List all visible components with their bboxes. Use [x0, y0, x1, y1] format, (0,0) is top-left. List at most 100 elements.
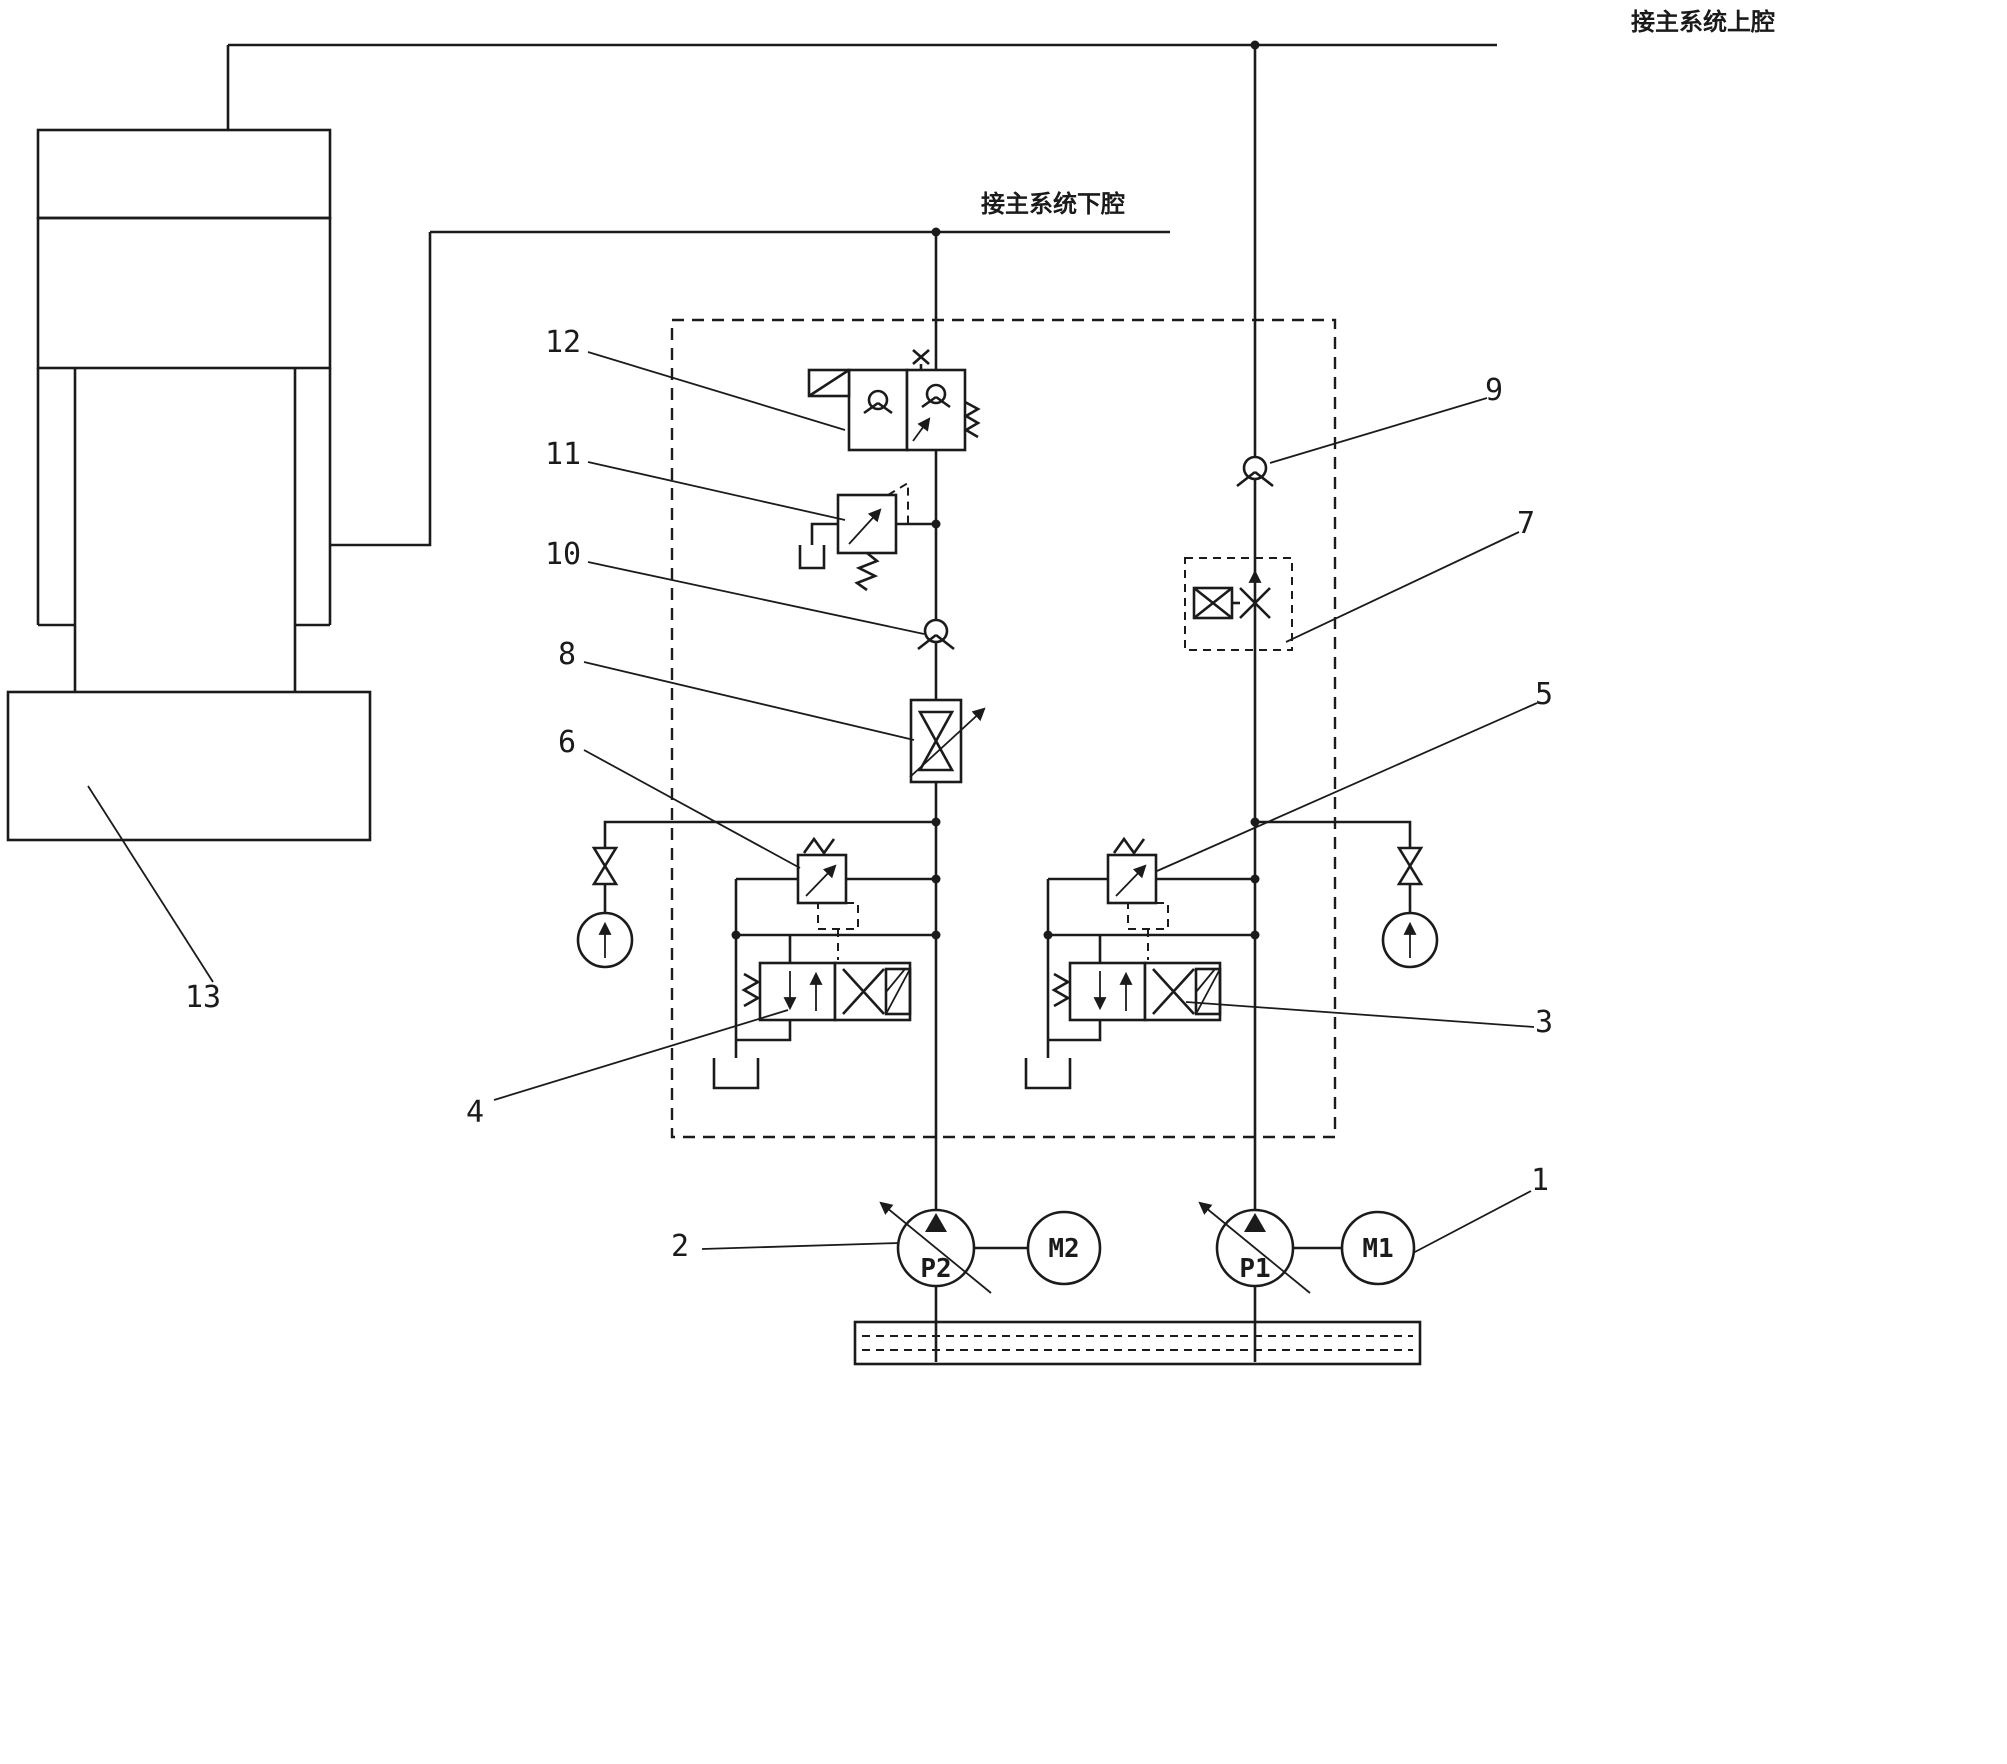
callout-5: 5 — [1535, 677, 1553, 712]
crossed-ports-icon — [842, 968, 885, 1015]
spring-icon — [963, 400, 981, 439]
shutoff-valve-icon — [591, 846, 619, 886]
spring-icon — [1112, 836, 1146, 856]
callout-leader-13 — [87, 785, 214, 983]
cylinder-base-block — [6, 690, 372, 842]
crossed-ports-icon — [1152, 968, 1195, 1015]
relief-valve-5 — [1106, 836, 1158, 905]
motor-m2: M2 — [1026, 1210, 1102, 1286]
motor-m1-label: M1 — [1362, 1234, 1393, 1264]
spring-icon — [741, 972, 761, 1008]
callout-leaders — [87, 351, 1538, 1254]
callout-leader-12 — [587, 351, 846, 431]
relief-arrow-icon — [805, 864, 837, 897]
callout-leader-3 — [1185, 1001, 1535, 1028]
callout-leader-7 — [1285, 531, 1520, 643]
check-valve-10 — [917, 618, 955, 651]
callout-9: 9 — [1485, 373, 1503, 408]
check-seat-icon — [917, 633, 955, 651]
check-ball-icon — [925, 383, 947, 405]
callout-1: 1 — [1531, 1163, 1549, 1198]
directional-valve-4 — [712, 961, 912, 1090]
upper-chamber-annotation: 接主系统上腔 — [1631, 8, 1775, 36]
motor-m1: M1 — [1340, 1210, 1416, 1286]
callout-leader-2 — [701, 1242, 900, 1250]
lower-chamber-annotation: 接主系统下腔 — [981, 190, 1125, 218]
callout-11: 11 — [545, 437, 581, 472]
shutoff-valve-icon — [1396, 846, 1424, 886]
drain-tank-icon — [798, 545, 826, 570]
callout-numbers: 12 11 10 8 6 4 13 9 7 5 3 1 2 — [185, 325, 1553, 1264]
pilot-arrow-icon — [912, 417, 931, 442]
check-ball-icon — [1242, 455, 1268, 481]
callout-12: 12 — [545, 325, 581, 360]
callout-6: 6 — [558, 725, 576, 760]
callout-leader-4 — [493, 1009, 789, 1101]
check-valve-9 — [1236, 455, 1274, 488]
motor-circle — [1026, 1210, 1102, 1286]
hydraulic-cylinder — [6, 128, 372, 842]
callout-4: 4 — [466, 1095, 484, 1130]
spring-icon — [1051, 972, 1071, 1008]
valve3-bottom-port — [1048, 1020, 1102, 1042]
throttle-icon — [1239, 587, 1271, 619]
pilot-relief-valve-11 — [798, 493, 898, 592]
directional-valve-3 — [1024, 961, 1222, 1090]
callout-leader-5 — [1156, 702, 1538, 872]
valve4-left-position — [758, 961, 837, 1022]
callout-3: 3 — [1535, 1005, 1553, 1040]
pump-p2-label: P2 — [920, 1254, 951, 1284]
callout-13: 13 — [185, 980, 221, 1015]
crossed-box-icon — [1193, 586, 1233, 620]
relief-valve-6 — [796, 836, 848, 905]
right-test-point — [1381, 846, 1439, 969]
tank-outline — [853, 1320, 1422, 1366]
callout-leader-8 — [583, 661, 915, 741]
callout-10: 10 — [545, 537, 581, 572]
valve3-left-position — [1068, 961, 1147, 1022]
left-gauge-branch — [603, 820, 936, 848]
pump-p2: P2 — [879, 1201, 992, 1294]
motor-m2-label: M2 — [1048, 1234, 1079, 1264]
blocked-port-icon — [912, 349, 930, 370]
cylinder-upper-chamber — [36, 128, 332, 220]
relief-arrow-icon — [848, 508, 882, 545]
cylinder-rod — [73, 368, 297, 692]
valve6-pilot-box — [817, 902, 859, 930]
relief-arrow-icon — [1115, 864, 1147, 897]
junction-dots — [731, 40, 1260, 940]
callout-leader-11 — [587, 461, 846, 521]
pump-p1-label: P1 — [1239, 1254, 1270, 1284]
callout-leader-6 — [583, 749, 801, 869]
pipe-network — [226, 43, 1497, 1362]
oil-tank — [853, 1320, 1422, 1366]
flow-control-valve-8 — [909, 698, 986, 784]
callout-leader-10 — [587, 561, 925, 635]
left-test-point — [576, 846, 634, 969]
variable-displacement-arrow-icon — [1198, 1201, 1311, 1294]
right-gauge-branch — [1255, 820, 1412, 848]
valve5-pilot-box — [1127, 902, 1169, 930]
pump-flow-triangle-icon — [1244, 1213, 1266, 1232]
callout-2: 2 — [671, 1229, 689, 1264]
spring-icon — [802, 836, 836, 856]
valve-block-boundary — [670, 318, 1337, 1139]
cylinder-piston-body — [36, 216, 332, 370]
motor-circle — [1340, 1210, 1416, 1286]
callout-leader-1 — [1412, 1190, 1532, 1254]
variable-displacement-arrow-icon — [879, 1201, 992, 1294]
throttle-valve-7-boundary — [1184, 557, 1293, 651]
drain-tank-icon — [712, 1058, 760, 1090]
oil-level-lines — [862, 1335, 1413, 1351]
check-ball-icon — [867, 389, 889, 411]
spring-icon — [854, 551, 880, 592]
throttle-icon — [917, 710, 955, 772]
pump-p1: P1 — [1198, 1201, 1311, 1294]
callout-8: 8 — [558, 637, 576, 672]
valve11-drain-link — [810, 522, 838, 545]
valve11-pilot-line — [887, 481, 909, 524]
pump-flow-triangle-icon — [925, 1213, 947, 1232]
valve4-bottom-port — [736, 1020, 792, 1042]
